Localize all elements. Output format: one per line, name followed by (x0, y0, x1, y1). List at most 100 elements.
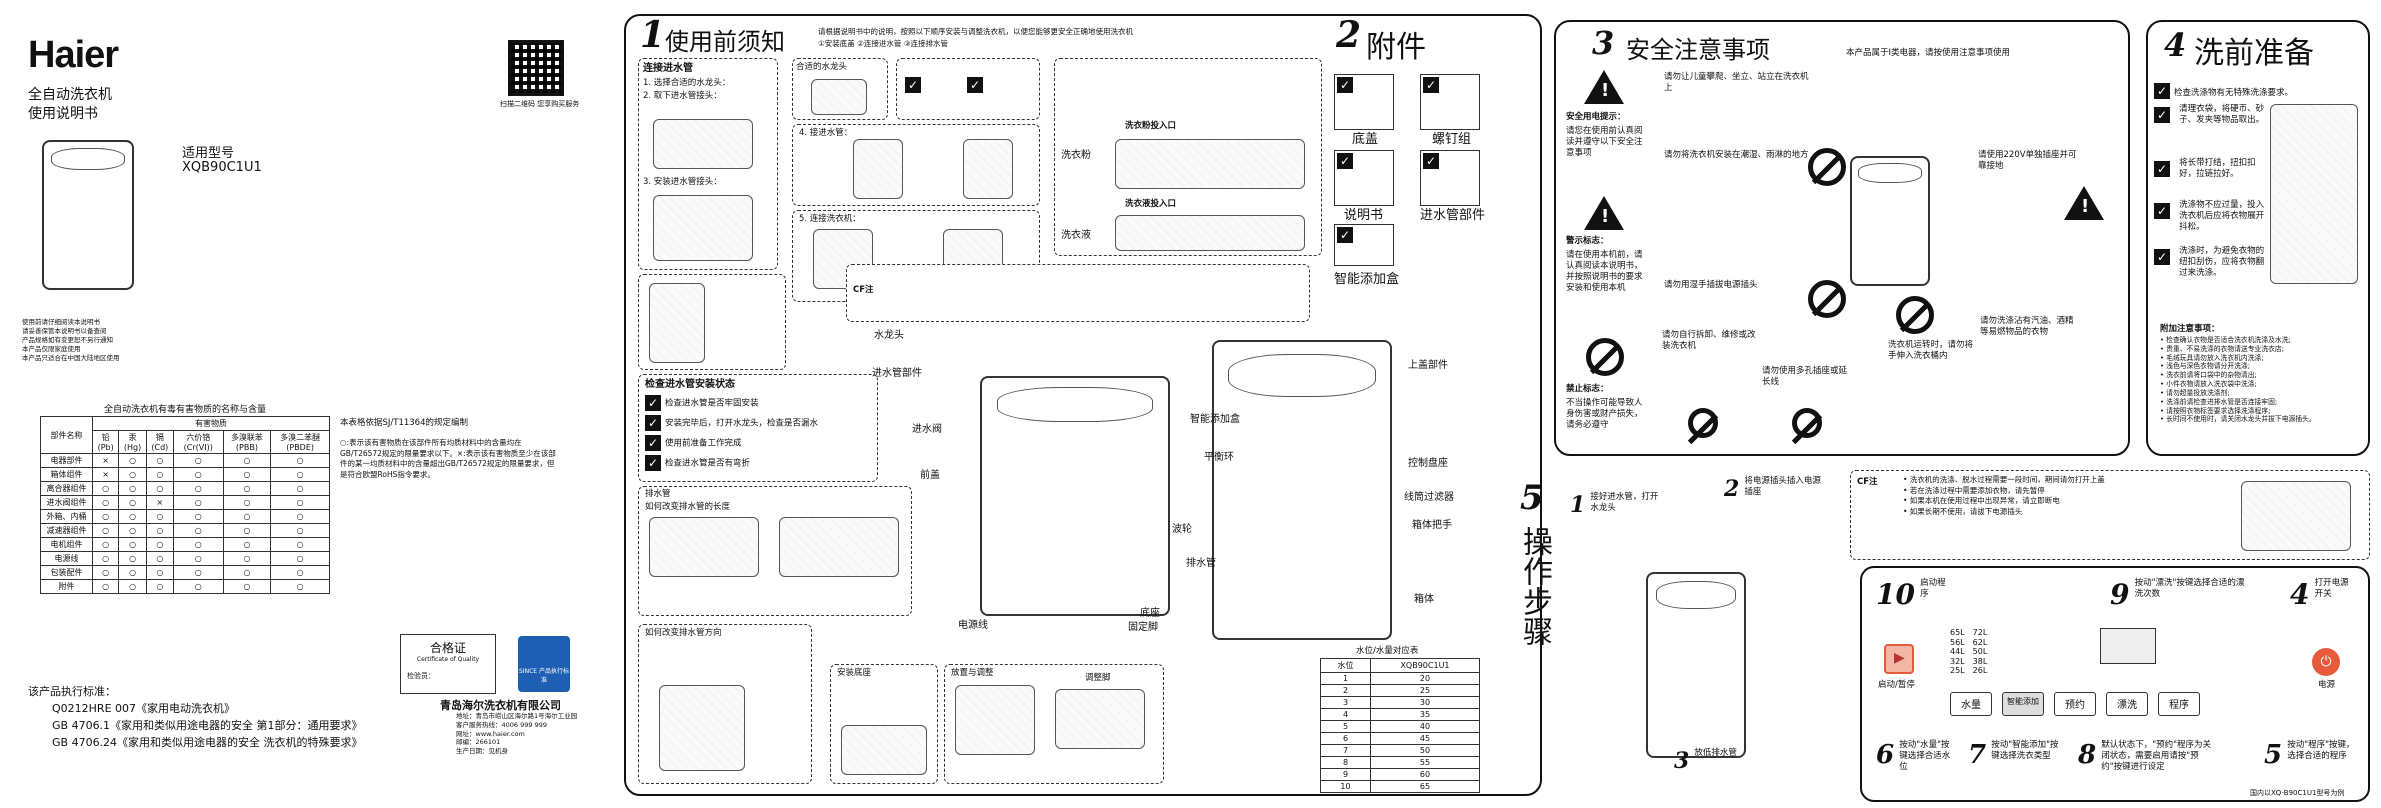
water-table-cell: 4 (1320, 708, 1371, 721)
prep-tips-title: 附加注意事项： (2160, 324, 2220, 334)
prep-sketch (2270, 104, 2358, 284)
hazard-cell: ○ (91, 495, 120, 510)
power-label: 电源 (2318, 680, 2336, 690)
warning-icon: ! (2064, 186, 2104, 220)
step-3: 3. 安装进水管接头： (643, 177, 722, 187)
label-filter: 线筒过滤器 (1404, 492, 1454, 503)
level-sketch-b (1055, 689, 1145, 749)
check-icon: ✓ (2154, 202, 2170, 219)
cover-notes: 使用前请仔细阅读本说明书 请妥善保管本说明书以备查阅 产品规格如有变更恕不另行通… (22, 318, 172, 363)
prohibit-icon (1808, 148, 1846, 186)
step-number: 3 (1674, 748, 1690, 774)
prep-text: 洗涤物不应过量，投入洗衣机后应将衣物展开抖松。 (2179, 200, 2265, 233)
water-level-button[interactable]: 水量 (1950, 692, 1992, 716)
hazard-cell: 外箱、内桶 (40, 509, 93, 524)
level-sketch (955, 685, 1035, 755)
check-item: ✓检查进水管是否有弯折 (645, 455, 871, 471)
water-table-cell: 5 (1320, 720, 1371, 733)
accessory-manual: ✓ (1334, 150, 1394, 206)
drain-box: 排水管 如何改变排水管的长度 (638, 486, 912, 616)
check-icon: ✓ (1423, 77, 1439, 93)
cert-sub: Certificate of Quality (416, 656, 480, 663)
check-box: 检查进水管安装状态 ✓检查进水管是否牢固安装 ✓安装完毕后，打开水龙头，检查是否… (638, 374, 878, 482)
hazard-cell: ○ (172, 467, 224, 482)
accessory-label: 进水管部件 (1420, 208, 1486, 223)
op-step: 3 放低排水管 (1674, 748, 1774, 774)
step-text: 启动程序 (1920, 578, 1946, 600)
pipe-sketch (653, 119, 753, 169)
hazard-cell: ○ (91, 481, 120, 496)
program-button[interactable]: 程序 (2158, 692, 2200, 716)
prep-item: ✓ 洗涤物不应过量，投入洗衣机后应将衣物展开抖松。 (2154, 200, 2366, 233)
hazard-cell: ○ (118, 495, 147, 510)
section4-number: 4 (2164, 26, 2187, 64)
label-smart-box: 智能添加盒 (1190, 414, 1240, 425)
water-table-cell: 60 (1370, 768, 1480, 781)
step-number: 4 (2290, 578, 2310, 611)
prep-item: ✓ 清理衣袋，将硬币、砂子、发夹等物品取出。 (2154, 104, 2366, 126)
hazard-col: 部件名称 (40, 416, 93, 454)
smart-add-button[interactable]: 智能添加 (2002, 692, 2044, 716)
cover-note: 使用前请仔细阅读本说明书 (22, 318, 100, 326)
check-icon: ✓ (645, 435, 661, 451)
qr-caption: 扫描二维码 您享购买服务 (500, 100, 580, 108)
step-number: 6 (1876, 740, 1895, 770)
hazard-cell: ○ (270, 537, 330, 552)
water-level-display: 65L 56L 44L 32L 25L 72L 62L 50L 38L 26L (1950, 628, 2040, 688)
hazard-cell: ○ (118, 467, 147, 482)
hazard-cell: 包装配件 (40, 565, 93, 580)
hazard-cell: ○ (118, 523, 147, 538)
check-icon: ✓ (2154, 106, 2170, 123)
water-table-cell: 8 (1320, 756, 1371, 769)
panel-buttons: 水量 智能添加 预约 漂洗 程序 (1950, 692, 2310, 716)
safety-left-col: ! 安全用电提示： 请您在使用前认真阅读并遵守以下安全注意事项 ! 警示标志： … (1562, 66, 1648, 450)
energy-badge-text: SINCE 产品执行标准 (519, 668, 569, 684)
hazard-cell: ○ (270, 579, 330, 594)
hazard-cell: ○ (91, 551, 120, 566)
prohibit-icon (1688, 408, 1718, 438)
warning-icon: ! (1584, 196, 1624, 230)
rinse-button[interactable]: 漂洗 (2106, 692, 2148, 716)
hazard-col: 汞(Hg) (118, 430, 147, 454)
hazard-cell: ○ (118, 551, 147, 566)
power-button[interactable]: ⏻ (2312, 648, 2340, 676)
step-number: 7 (1968, 740, 1987, 770)
start-label: 启动/暂停 (1878, 680, 1915, 690)
hazard-cell: ○ (222, 551, 272, 566)
hazard-cell: ○ (172, 523, 224, 538)
op-step: 5 按动"程序"按键，选择合适的程序 (2264, 740, 2364, 770)
certificate: 合格证 Certificate of Quality 检验员： (400, 634, 496, 694)
hazard-cell: ○ (172, 565, 224, 580)
step-text: 按动"漂洗"按键选择合适的漂洗次数 (2134, 578, 2245, 600)
delay-button[interactable]: 预约 (2054, 692, 2096, 716)
start-pause-button[interactable]: ▶ (1884, 644, 1914, 674)
prep-tips: • 检查确认衣物是否适合洗衣机洗涤及水洗; • 贵重、不易洗涤的衣物请送专业洗衣… (2160, 336, 2366, 424)
op-note-label: CF注 (1857, 477, 1878, 487)
check-icon: ✓ (1337, 227, 1353, 243)
hazard-cell: × (145, 495, 174, 510)
prep-tip: • 洗涤前请检查进排水管是否连接牢固; (2160, 397, 2278, 406)
water-level: 50L (1972, 647, 1988, 657)
water-table-cell: 6 (1320, 732, 1371, 745)
water-table-cell: 1 (1320, 672, 1371, 685)
step-5b-box (638, 274, 786, 370)
section1-number: 1 (640, 14, 666, 56)
energy-badge: SINCE 产品执行标准 (518, 636, 570, 692)
hazard-cell: ○ (172, 537, 224, 552)
water-level: 56L (1950, 637, 1965, 647)
op-step: 9 按动"漂洗"按键选择合适的漂洗次数 (2110, 578, 2250, 611)
step-number: 8 (2078, 740, 2097, 770)
prep-text: 检查洗涤物有无特殊洗涤要求。 (2174, 88, 2294, 98)
safety-block-label: 禁止标志： (1566, 384, 1609, 394)
hazard-cell: ○ (91, 537, 120, 552)
water-table-cell: 7 (1320, 744, 1371, 757)
water-level: 26L (1972, 666, 1988, 676)
step-4: 4. 接进水管： (799, 128, 853, 138)
step-text: 按动"程序"按键，选择合适的程序 (2287, 740, 2355, 762)
hazard-row: 箱体组件×○○○○○ (40, 467, 330, 482)
hazard-cell: ○ (270, 509, 330, 524)
op-note: • 洗衣机的洗涤、脱水过程需要一段时间，期间请勿打开上盖 (1903, 475, 2105, 484)
